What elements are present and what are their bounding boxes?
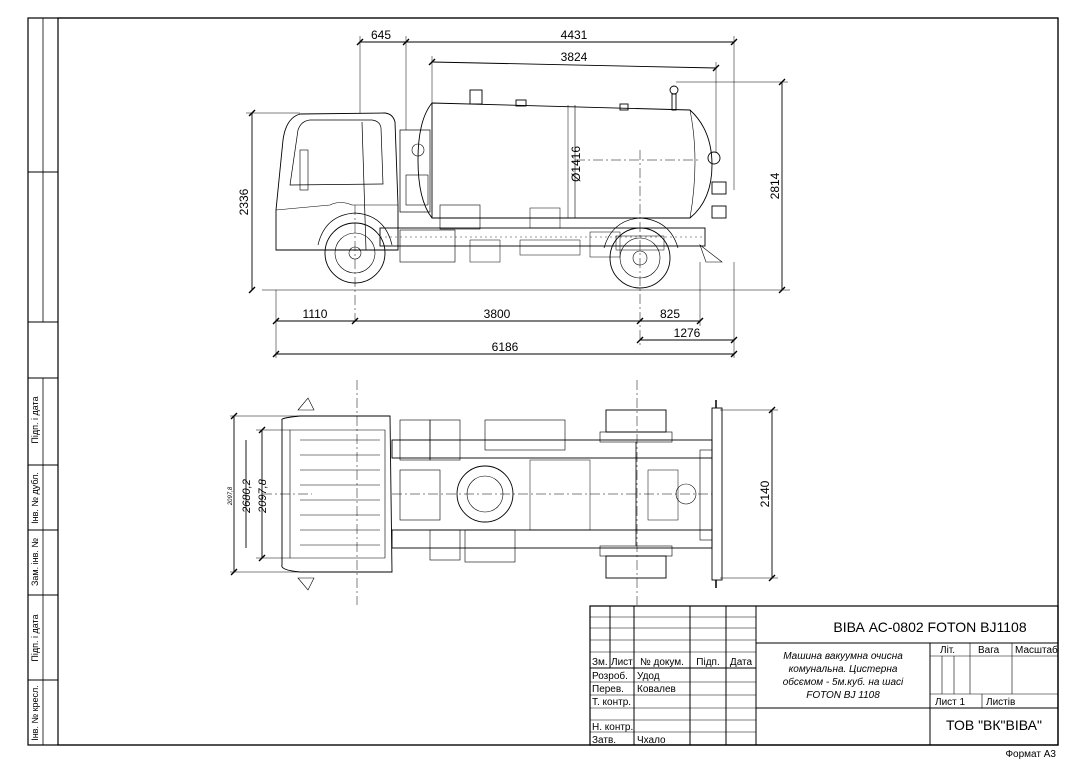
dim-tank-length: 3824 [561, 50, 588, 64]
title-block [589, 605, 1059, 746]
chassis-rails-top [391, 439, 713, 459]
col-header-sign: Підп. [696, 657, 719, 668]
stamp-label-repl-inv: Зам. інв. № [30, 538, 40, 586]
sheet-label: Лист 1 [935, 697, 966, 708]
dim-rear-axle: 825 [660, 307, 680, 321]
role-developed: Розроб. [592, 670, 628, 682]
title-block-text: ВІВА АС-0802 FOTON BJ1108 Машина вакуумн… [592, 619, 1058, 746]
col-header-change: Зм. [592, 657, 608, 668]
stamp-label-sign-date-2: Підп. і дата [30, 614, 40, 661]
name-developer: Удод [637, 671, 660, 682]
paper-format: Формат А3 [1005, 749, 1056, 760]
side-view-dimensions: 645 4431 3824 Ø1416 2336 2814 1110 3800 … [237, 28, 782, 354]
plan-view-dimensions: 2097,8 2680,2 2097,8 2140 [228, 478, 772, 514]
outer-frame [27, 17, 1059, 746]
dim-cab-overhang: 645 [371, 28, 391, 42]
dim-plan-width-small: 2097,8 [228, 486, 234, 506]
drawing-frame [57, 17, 1059, 746]
stamp-label-sign-date-1: Підп. і дата [30, 396, 40, 443]
name-checker: Ковалев [637, 684, 676, 695]
side-stamp: Підп. і дата Інв. № дубл. Зам. інв. № Пі… [28, 18, 58, 745]
dim-tank-diameter: Ø1416 [569, 146, 583, 182]
sheets-label: Листів [986, 697, 1015, 708]
dim-overall-top: 4431 [561, 28, 588, 42]
lit-label: Літ. [940, 645, 955, 656]
dim-rear-overhang: 1276 [674, 326, 701, 340]
dim-cab-height: 2336 [237, 188, 251, 215]
description-line-2: комунальна. Цистерна [789, 664, 898, 675]
drawing-designation: ВІВА АС-0802 FOTON BJ1108 [833, 619, 1026, 635]
col-header-doc: № докум. [640, 657, 684, 668]
name-approver: Чхало [637, 735, 666, 746]
role-norm-control: Н. контр. [592, 722, 633, 733]
side-view [246, 36, 790, 358]
role-tech-control: Т. контр. [592, 697, 631, 708]
dim-overall-width: 2140 [758, 480, 772, 507]
mass-label: Вага [978, 645, 1000, 656]
description-line-1: Машина вакуумна очисна [783, 651, 903, 662]
col-header-sheet: Лист [611, 657, 633, 668]
col-header-date: Дата [730, 657, 753, 668]
cab-top [281, 415, 393, 573]
scale-label: Масштаб [1015, 644, 1058, 656]
dim-front-overhang: 1110 [303, 307, 328, 321]
cab-window [289, 119, 384, 186]
organization-name: ТОВ "ВК"ВІВА" [946, 717, 1042, 733]
description-line-3: обсємом - 5м.куб. на шасі [783, 676, 904, 688]
stamp-label-inv-dup: Інв. № дубл. [30, 472, 40, 524]
role-approved: Затв. [592, 735, 616, 746]
plan-view [230, 380, 778, 605]
dim-total-height: 2814 [768, 172, 782, 199]
tank-body [417, 102, 713, 219]
dim-plan-width-b: 2097,8 [257, 478, 269, 514]
dim-plan-width-a: 2680,2 [241, 479, 253, 514]
role-checked: Перев. [592, 684, 624, 695]
description-line-4: FOTON BJ 1108 [806, 690, 880, 701]
stamp-label-inv-draw: Інв. № кресл. [30, 685, 40, 741]
dim-wheelbase: 3800 [484, 307, 511, 321]
cab-outline [275, 112, 399, 251]
dim-overall-length: 6186 [492, 340, 519, 354]
